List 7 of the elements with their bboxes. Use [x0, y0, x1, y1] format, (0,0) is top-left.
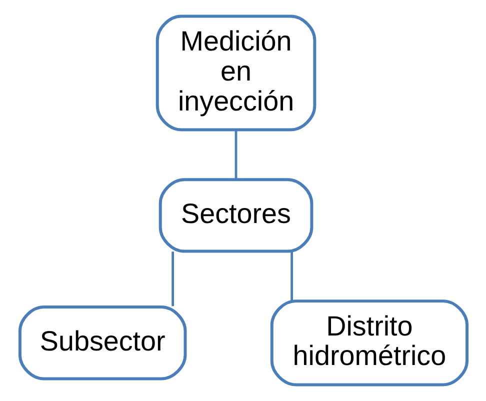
node-box: Subsector [18, 306, 186, 380]
node-box: Distrito hidrométrico [270, 300, 468, 386]
connector [290, 252, 292, 301]
connector [234, 130, 237, 179]
node-box: Medición en inyección [155, 14, 316, 132]
connector [171, 252, 174, 306]
node-box: Sectores [158, 178, 313, 253]
